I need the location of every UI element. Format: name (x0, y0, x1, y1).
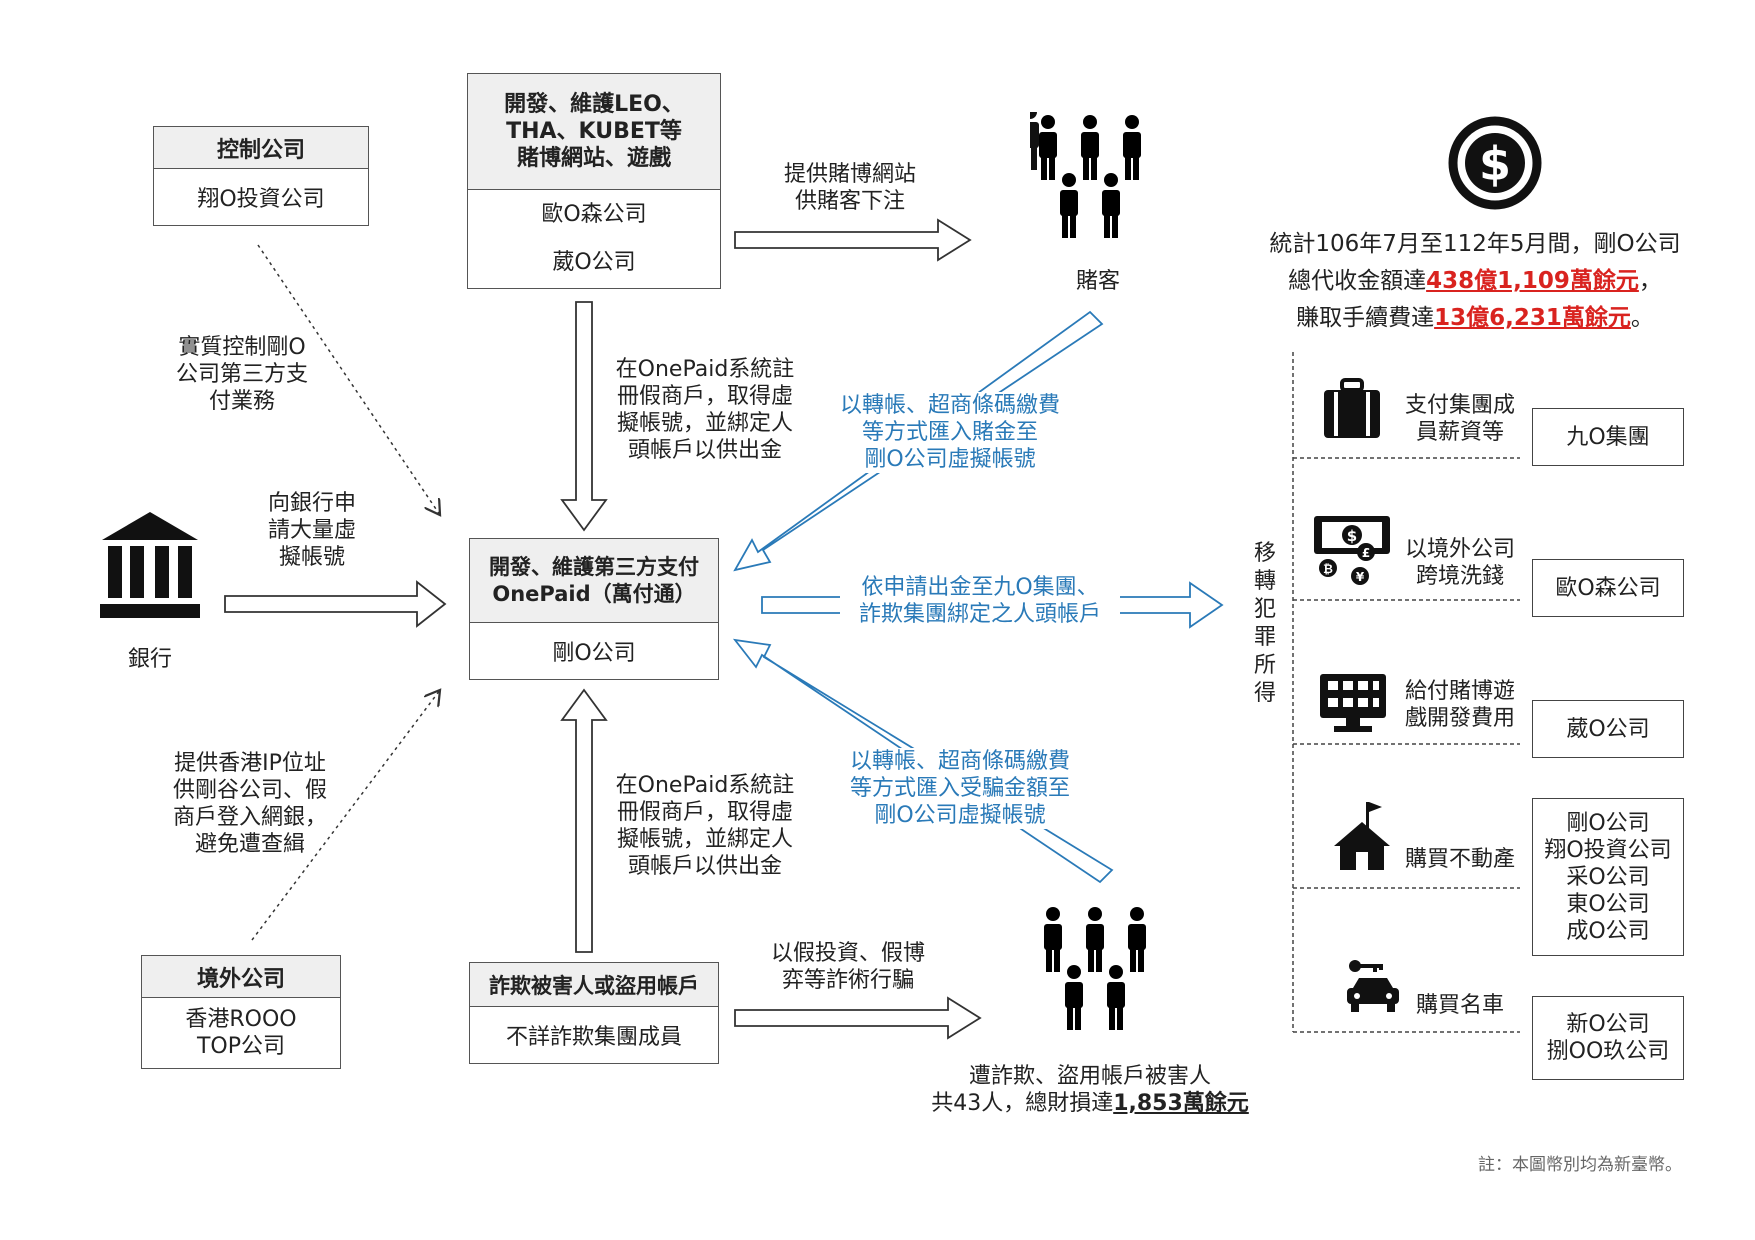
dev-sites-name: 歐O森公司 (541, 202, 647, 227)
car-key-icon (1347, 960, 1399, 1012)
control-company-box: 控制公司 翔O投資公司 (153, 126, 369, 226)
register-note-top: 在OnePaid系統註 冊假商戶，取得虛 擬帳號，並綁定人 頭帳戶以供出金 (615, 357, 795, 463)
payout-label: 依申請出金至九O集團、 詐欺集團綁定之人頭帳戶 (840, 574, 1120, 628)
provide-site-label: 提供賭博網站 供賭客下注 (783, 162, 916, 214)
overseas-company-title: 境外公司 (142, 956, 340, 998)
total-collection-amount: 438億1,109萬餘元 (1426, 268, 1639, 294)
victims-label-line1: 遭詐欺、盜用帳戶被害人 (968, 1064, 1211, 1089)
proceeds-label: 給付賭博遊 戲開發費用 (1404, 679, 1515, 731)
monitor-grid-icon (1320, 674, 1386, 732)
dev-sites-name: 葳O公司 (552, 250, 636, 275)
onepaid-box: 開發、維護第三方支付 OnePaid（萬付通） 剛O公司 (469, 538, 719, 680)
proceeds-label: 購買名車 (1415, 993, 1504, 1018)
control-note: 實質控制剛O 公司第三方支 付業務 (175, 335, 308, 414)
dollar-icon: $ (1448, 116, 1542, 210)
overseas-company-name: 香港ROOO TOP公司 (185, 1007, 297, 1059)
stats-text: 統計106年7月至112年5月間，剛O公司 總代收金額達438億1,109萬餘元… (1250, 226, 1700, 337)
svg-text:$: $ (1347, 527, 1357, 545)
bank-icon (100, 512, 200, 618)
proceeds-target: 歐O森公司 (1532, 559, 1684, 617)
fraud-group-box: 詐欺被害人或盜用帳戶 不詳詐欺集團成員 (469, 962, 719, 1064)
onepaid-name: 剛O公司 (552, 641, 636, 666)
svg-text:£: £ (1362, 546, 1370, 560)
victims-label-prefix: 共43人，總財損達 (931, 1091, 1114, 1116)
register-up-arrow (560, 688, 608, 953)
proceeds-target: 九O集團 (1532, 408, 1684, 466)
register-down-arrow (560, 301, 608, 532)
proceeds-target: 新O公司 捌OO玖公司 (1532, 996, 1684, 1080)
fraud-group-title: 詐欺被害人或盜用帳戶 (470, 963, 718, 1007)
victims-label: 遭詐欺、盜用帳戶被害人 共43人，總財損達1,853萬餘元 (920, 1063, 1260, 1117)
onepaid-title: 開發、維護第三方支付 OnePaid（萬付通） (470, 539, 718, 623)
fee-amount: 13億6,231萬餘元 (1434, 305, 1631, 331)
hk-ip-note: 提供香港IP位址 供剛谷公司、假 商戶登入網銀， 避免遭查緝 (172, 751, 327, 857)
proceeds-target: 葳O公司 (1532, 700, 1684, 758)
svg-text:₿: ₿ (1323, 562, 1333, 576)
bank-label: 銀行 (127, 647, 172, 672)
svg-text:$: $ (1479, 137, 1511, 191)
provide-site-arrow (734, 218, 972, 262)
footnote: 註：本圖幣別均為新臺幣。 (1478, 1155, 1682, 1175)
gamblers-icon (1030, 112, 1141, 238)
fraud-method-arrow (734, 996, 982, 1040)
proceeds-label: 購買不動產 (1404, 847, 1515, 872)
overseas-dotted-arrow (251, 690, 440, 941)
bank-request-label: 向銀行申 請大量虛 擬帳號 (267, 491, 356, 570)
house-flag-icon (1334, 802, 1390, 870)
gambler-pay-label: 以轉帳、超商條碼繳費 等方式匯入賭金至 剛O公司虛擬帳號 (820, 392, 1080, 473)
overseas-company-box: 境外公司 香港ROOO TOP公司 (141, 955, 341, 1069)
victims-icon (1044, 907, 1146, 1030)
stats-line1: 統計106年7月至112年5月間，剛O公司 (1269, 231, 1681, 257)
bank-request-arrow (224, 580, 447, 628)
register-note-bottom: 在OnePaid系統註 冊假商戶，取得虛 擬帳號，並綁定人 頭帳戶以供出金 (615, 773, 795, 879)
dev-sites-title: 開發、維護LEO、 THA、KUBET等 賭博網站、遊戲 (468, 74, 720, 190)
briefcase-icon (1324, 378, 1380, 438)
proceeds-label: 支付集團成 員薪資等 (1404, 393, 1515, 445)
victim-pay-label: 以轉帳、超商條碼繳費 等方式匯入受騙金額至 剛O公司虛擬帳號 (830, 748, 1090, 829)
control-dotted-arrow (257, 244, 440, 515)
fraud-method-label: 以假投資、假博 弈等詐術行騙 (770, 941, 925, 993)
dev-sites-box: 開發、維護LEO、 THA、KUBET等 賭博網站、遊戲 歐O森公司 葳O公司 (467, 73, 721, 289)
control-company-name: 翔O投資公司 (197, 187, 325, 212)
proceeds-label: 以境外公司 跨境洗錢 (1404, 537, 1515, 589)
fraud-group-name: 不詳詐欺集團成員 (505, 1025, 682, 1050)
proceeds-target: 剛O公司 翔O投資公司 采O公司 東O公司 成O公司 (1532, 798, 1684, 956)
gamblers-label: 賭客 (1075, 269, 1120, 294)
victims-loss-amount: 1,853萬餘元 (1113, 1091, 1249, 1116)
control-company-title: 控制公司 (154, 127, 368, 169)
svg-text:¥: ¥ (1356, 570, 1365, 584)
money-exchange-icon: $ £ ₿ ¥ (1314, 516, 1390, 585)
transfer-proceeds-label: 移 轉 犯 罪 所 得 (1253, 541, 1276, 706)
